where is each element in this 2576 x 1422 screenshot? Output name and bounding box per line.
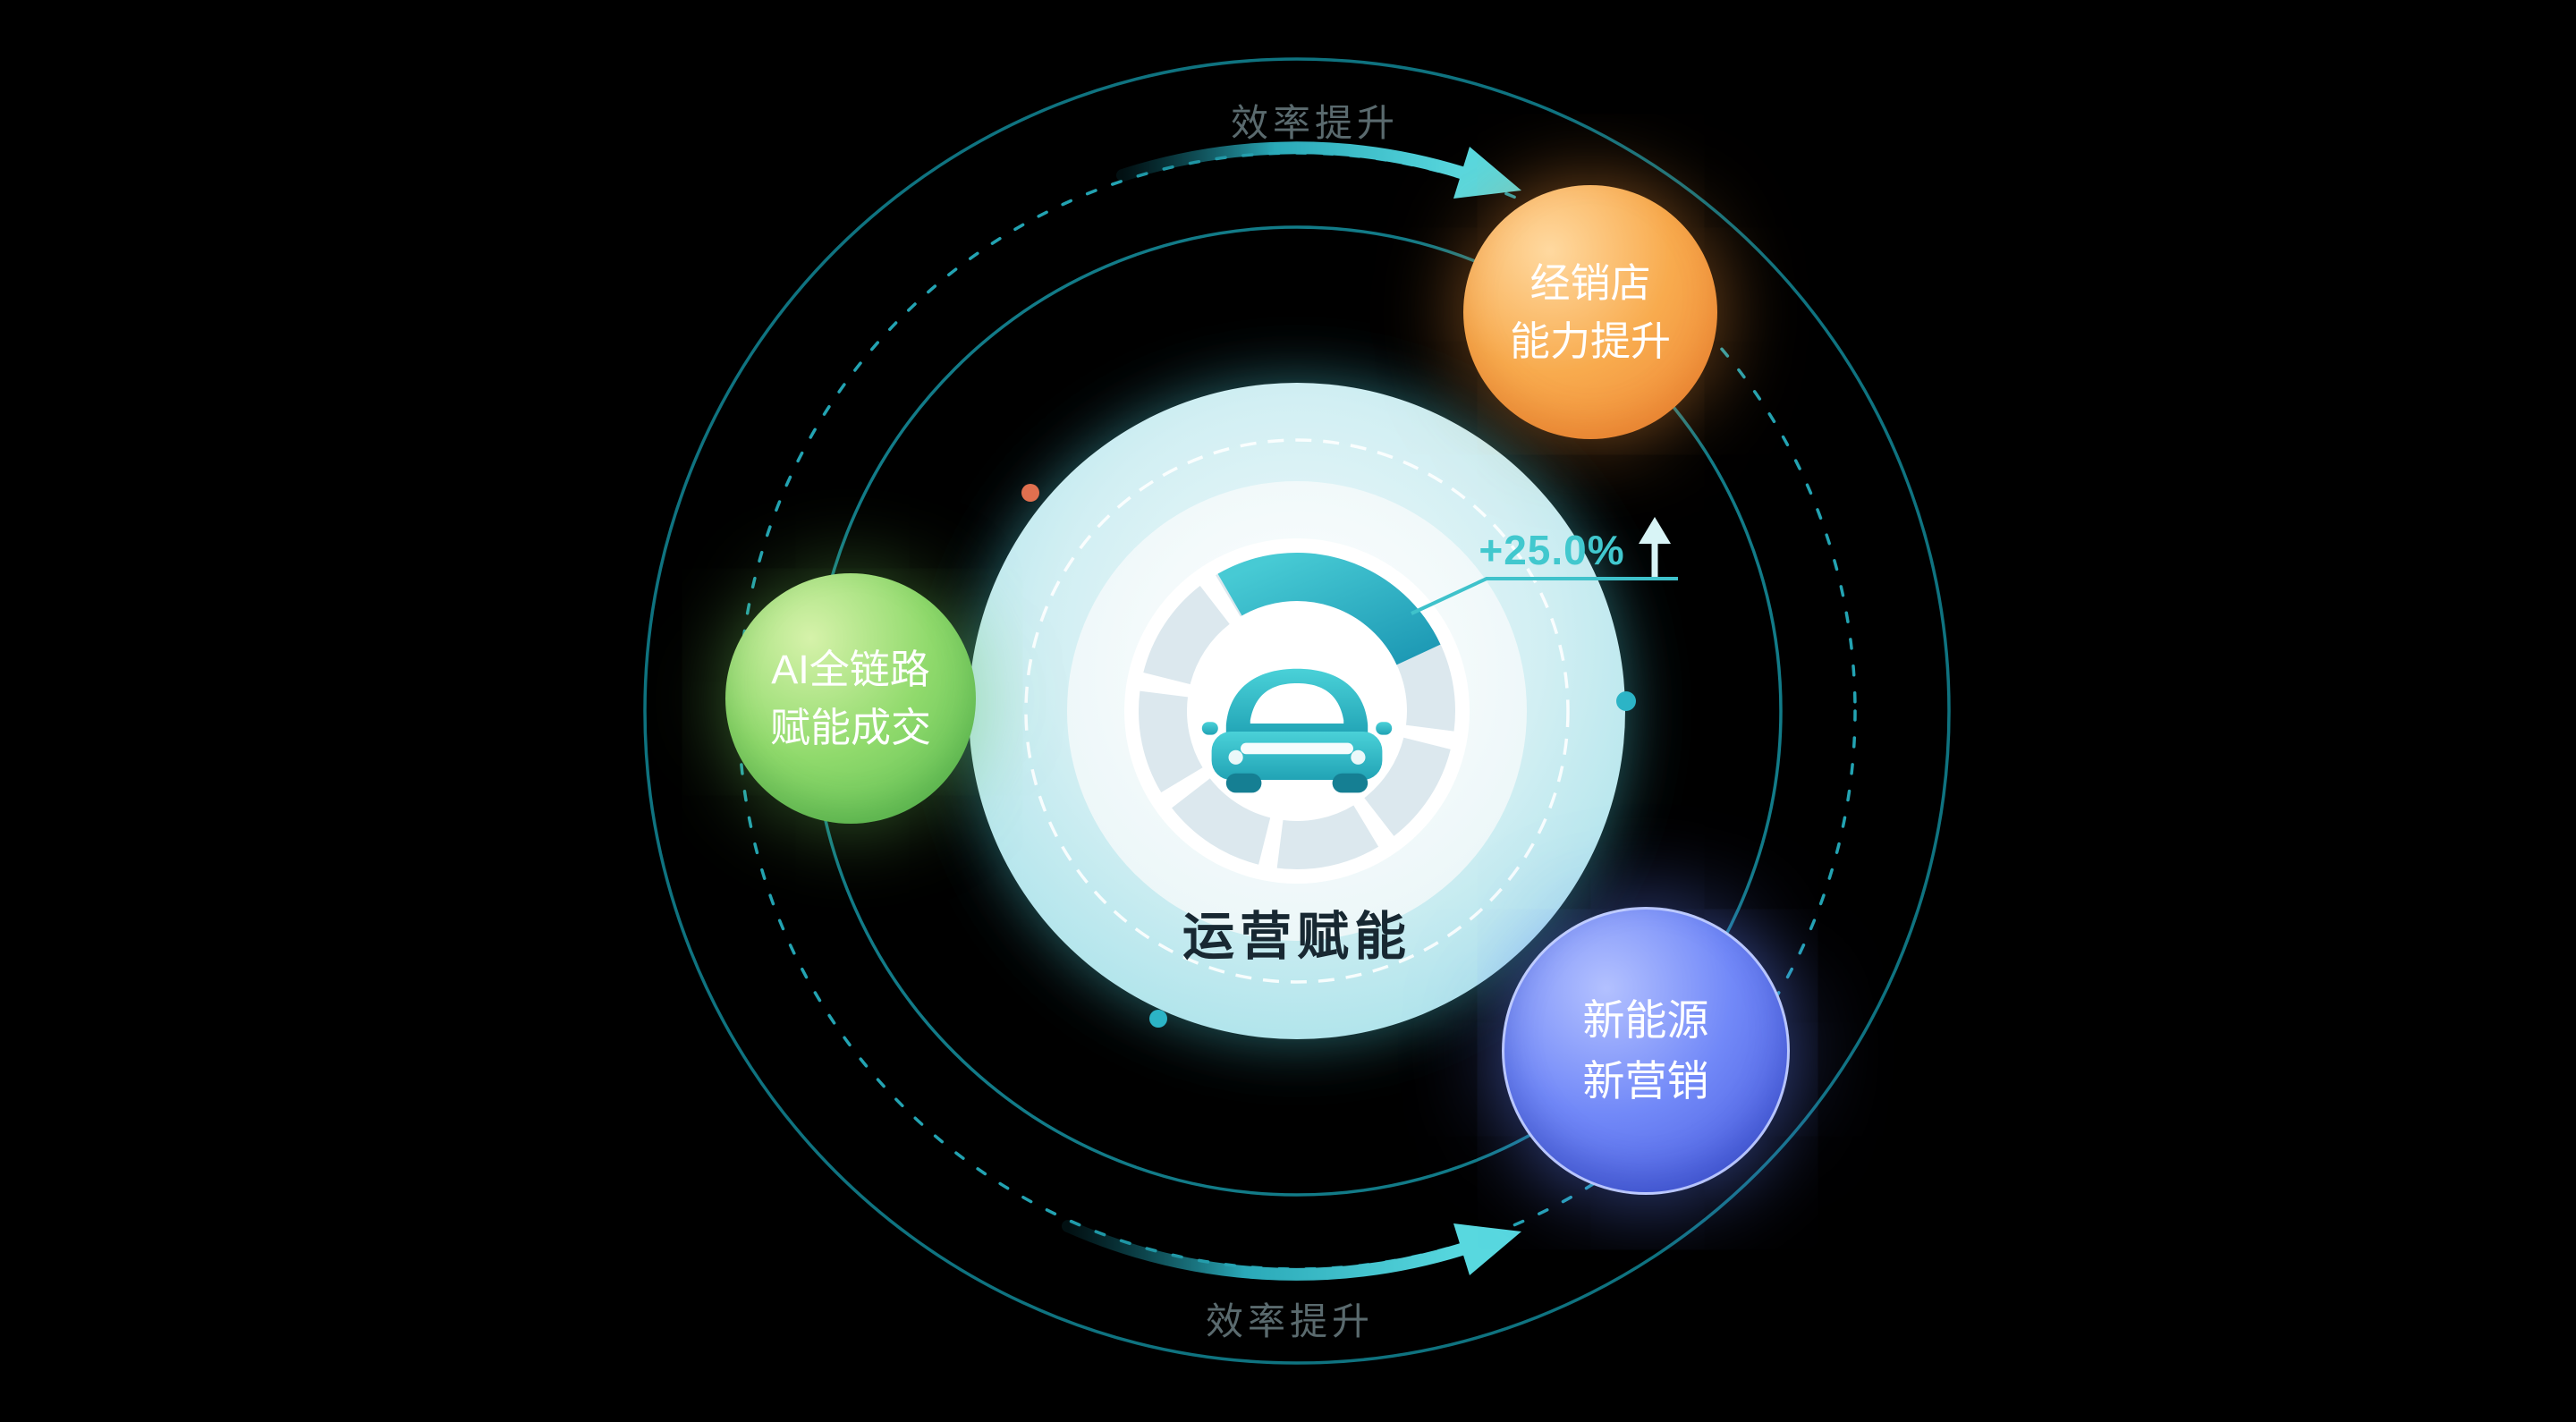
orbit-dot-teal-right: [1616, 691, 1636, 711]
orbit-dot-orange: [1021, 484, 1039, 502]
gauge-highlight-arc: [1217, 552, 1441, 665]
bubble-line: 能力提升: [1509, 318, 1671, 364]
flow-arrow-top-icon: [1116, 141, 1521, 199]
bubble-new-energy-marketing: 新能源 新营销: [1502, 907, 1790, 1195]
bubble-line: 赋能成交: [769, 705, 931, 750]
car-icon: [1201, 668, 1393, 793]
orbit-ring-outer: [643, 57, 1951, 1365]
bubble-line: 新能源: [1582, 995, 1709, 1044]
bubble-line: 新营销: [1582, 1057, 1709, 1105]
growth-metric: +25.0%: [1479, 527, 1625, 573]
center-label: 运营赋能: [1182, 908, 1411, 966]
bubble-dealer-capability: 经销店 能力提升: [1463, 185, 1717, 439]
bubble-line: 经销店: [1530, 259, 1651, 306]
bubble-line: AI全链路: [771, 646, 930, 692]
flow-label-bottom: 效率提升: [1205, 1300, 1374, 1342]
orbit-dot-teal-bottom: [1149, 1010, 1167, 1028]
bubble-ai-chain: AI全链路 赋能成交: [725, 573, 976, 824]
flow-arrow-bottom-icon: [1062, 1220, 1521, 1281]
gauge-icon: [1139, 552, 1455, 869]
center-dashed-ring: [1024, 438, 1570, 984]
growth-arrow-icon: [1411, 517, 1678, 615]
flow-label-top: 效率提升: [1230, 102, 1399, 144]
